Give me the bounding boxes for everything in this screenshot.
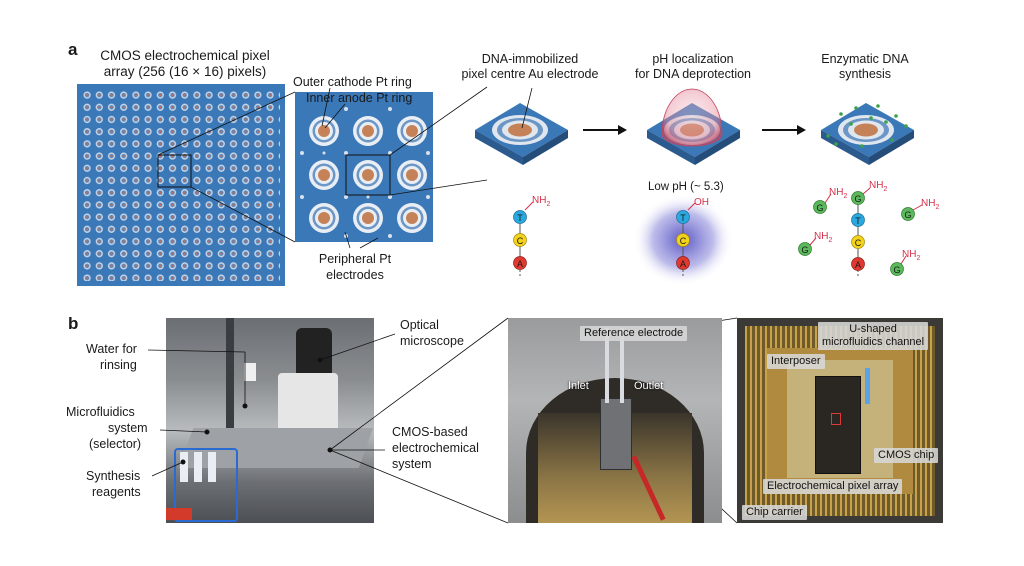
pixel-array-tag: Electrochemical pixel array [763,479,903,494]
low-ph-label: Low pH (~ 5.3) [648,181,724,193]
strand3-a: A [854,260,861,270]
ushaped-tag: U-shaped microfluidics channel [818,322,929,350]
outlet-tag: Outlet [634,380,664,392]
reference-electrode-tag: Reference electrode [580,326,688,341]
strand2-c: C [679,236,687,246]
reagents-label-line1: Synthesis [86,469,141,483]
strand-1 [513,201,534,276]
free-g-3-nh2: NH2 [921,198,940,211]
cmos-system-label-line1: CMOS-based [392,425,468,439]
free-g-2-nh2: NH2 [814,231,833,244]
strand1-a: A [516,259,523,269]
free-g-3-letter: G [904,210,912,220]
strand2-oh: OH [694,197,709,208]
ph-dome [661,88,723,147]
zoom-box-1 [157,154,192,188]
strand3-c: C [854,238,862,248]
cmos-chip-tag: CMOS chip [874,448,939,463]
optical-label-line2: microscope [400,334,464,348]
microfluidics-label-line3: (selector) [89,437,142,451]
peripheral-dots [300,107,430,238]
step1-title-line2: pixel centre Au electrode [461,67,599,81]
microfluidics-label-line2: system [108,421,148,435]
synthesis-dots [826,104,908,148]
free-g-4-letter: G [893,265,901,275]
base-c [513,233,527,247]
strand-3 [851,187,871,276]
free-g-1-letter: G [816,203,824,213]
strand3-nh2: NH2 [869,180,888,193]
chip-carrier-tag: Chip carrier [742,505,807,520]
microfluidics-label-line1: Microfluidics [66,405,135,419]
cmos-system-label-line3: system [392,457,432,471]
inlet-tag: Inlet [568,380,589,392]
strand3-t: T [855,216,861,226]
optical-label-line1: Optical [400,318,439,332]
flow-cell-photo [508,318,722,523]
pixel-electrode-2 [647,88,740,165]
free-g-3 [901,204,923,221]
ushaped-line1: U-shaped [849,323,897,335]
inner-ring-label: Inner anode Pt ring [306,91,413,105]
strand2-t: T [680,213,686,223]
zoom-pixel-grid [309,116,427,233]
free-g-2 [798,237,817,256]
outer-ring-label: Outer cathode Pt ring [293,75,412,89]
base-t [513,210,527,224]
strand1-nh2: NH2 [532,195,551,208]
strand3-g: G [854,194,862,204]
array-title-line1: CMOS electrochemical pixel [100,48,270,63]
step3-title-line1: Enzymatic DNA [821,52,909,66]
free-g-4-nh2: NH2 [902,249,921,262]
ushaped-line2: microfluidics channel [822,336,925,348]
peripheral-label-line2: electrodes [326,268,384,282]
base-a [513,256,527,270]
strand2-a: A [679,259,686,269]
zoom-box-2 [345,154,391,196]
step2-title-line1: pH localization [652,52,734,66]
step1-title-line1: DNA-immobilized [481,52,579,66]
step3-title-line2: synthesis [838,67,892,81]
free-g-1 [813,193,832,214]
reagents-label-line2: reagents [92,485,141,499]
panel-a-letter: a [68,40,78,59]
step2-title-line2: for DNA deprotection [634,67,752,81]
strand1-t: T [517,213,523,223]
array-title-line2: array (256 (16 × 16) pixels) [103,64,267,79]
cmos-system-label-line2: electrochemical [392,441,479,455]
free-g-4 [890,255,907,276]
pixel-electrode-3 [821,103,914,165]
strand-2 [676,202,696,276]
strand1-c: C [516,236,524,246]
free-g-1-nh2: NH2 [829,187,848,200]
free-g-2-letter: G [801,245,809,255]
water-label-line2: rinsing [100,358,137,372]
panel-b-letter: b [68,314,79,333]
interposer-tag: Interposer [767,354,825,369]
lab-setup-photo [166,318,374,523]
pixel-electrode-1 [475,103,568,165]
water-label-line1: Water for [86,342,137,356]
peripheral-label-line1: Peripheral Pt [318,252,392,266]
